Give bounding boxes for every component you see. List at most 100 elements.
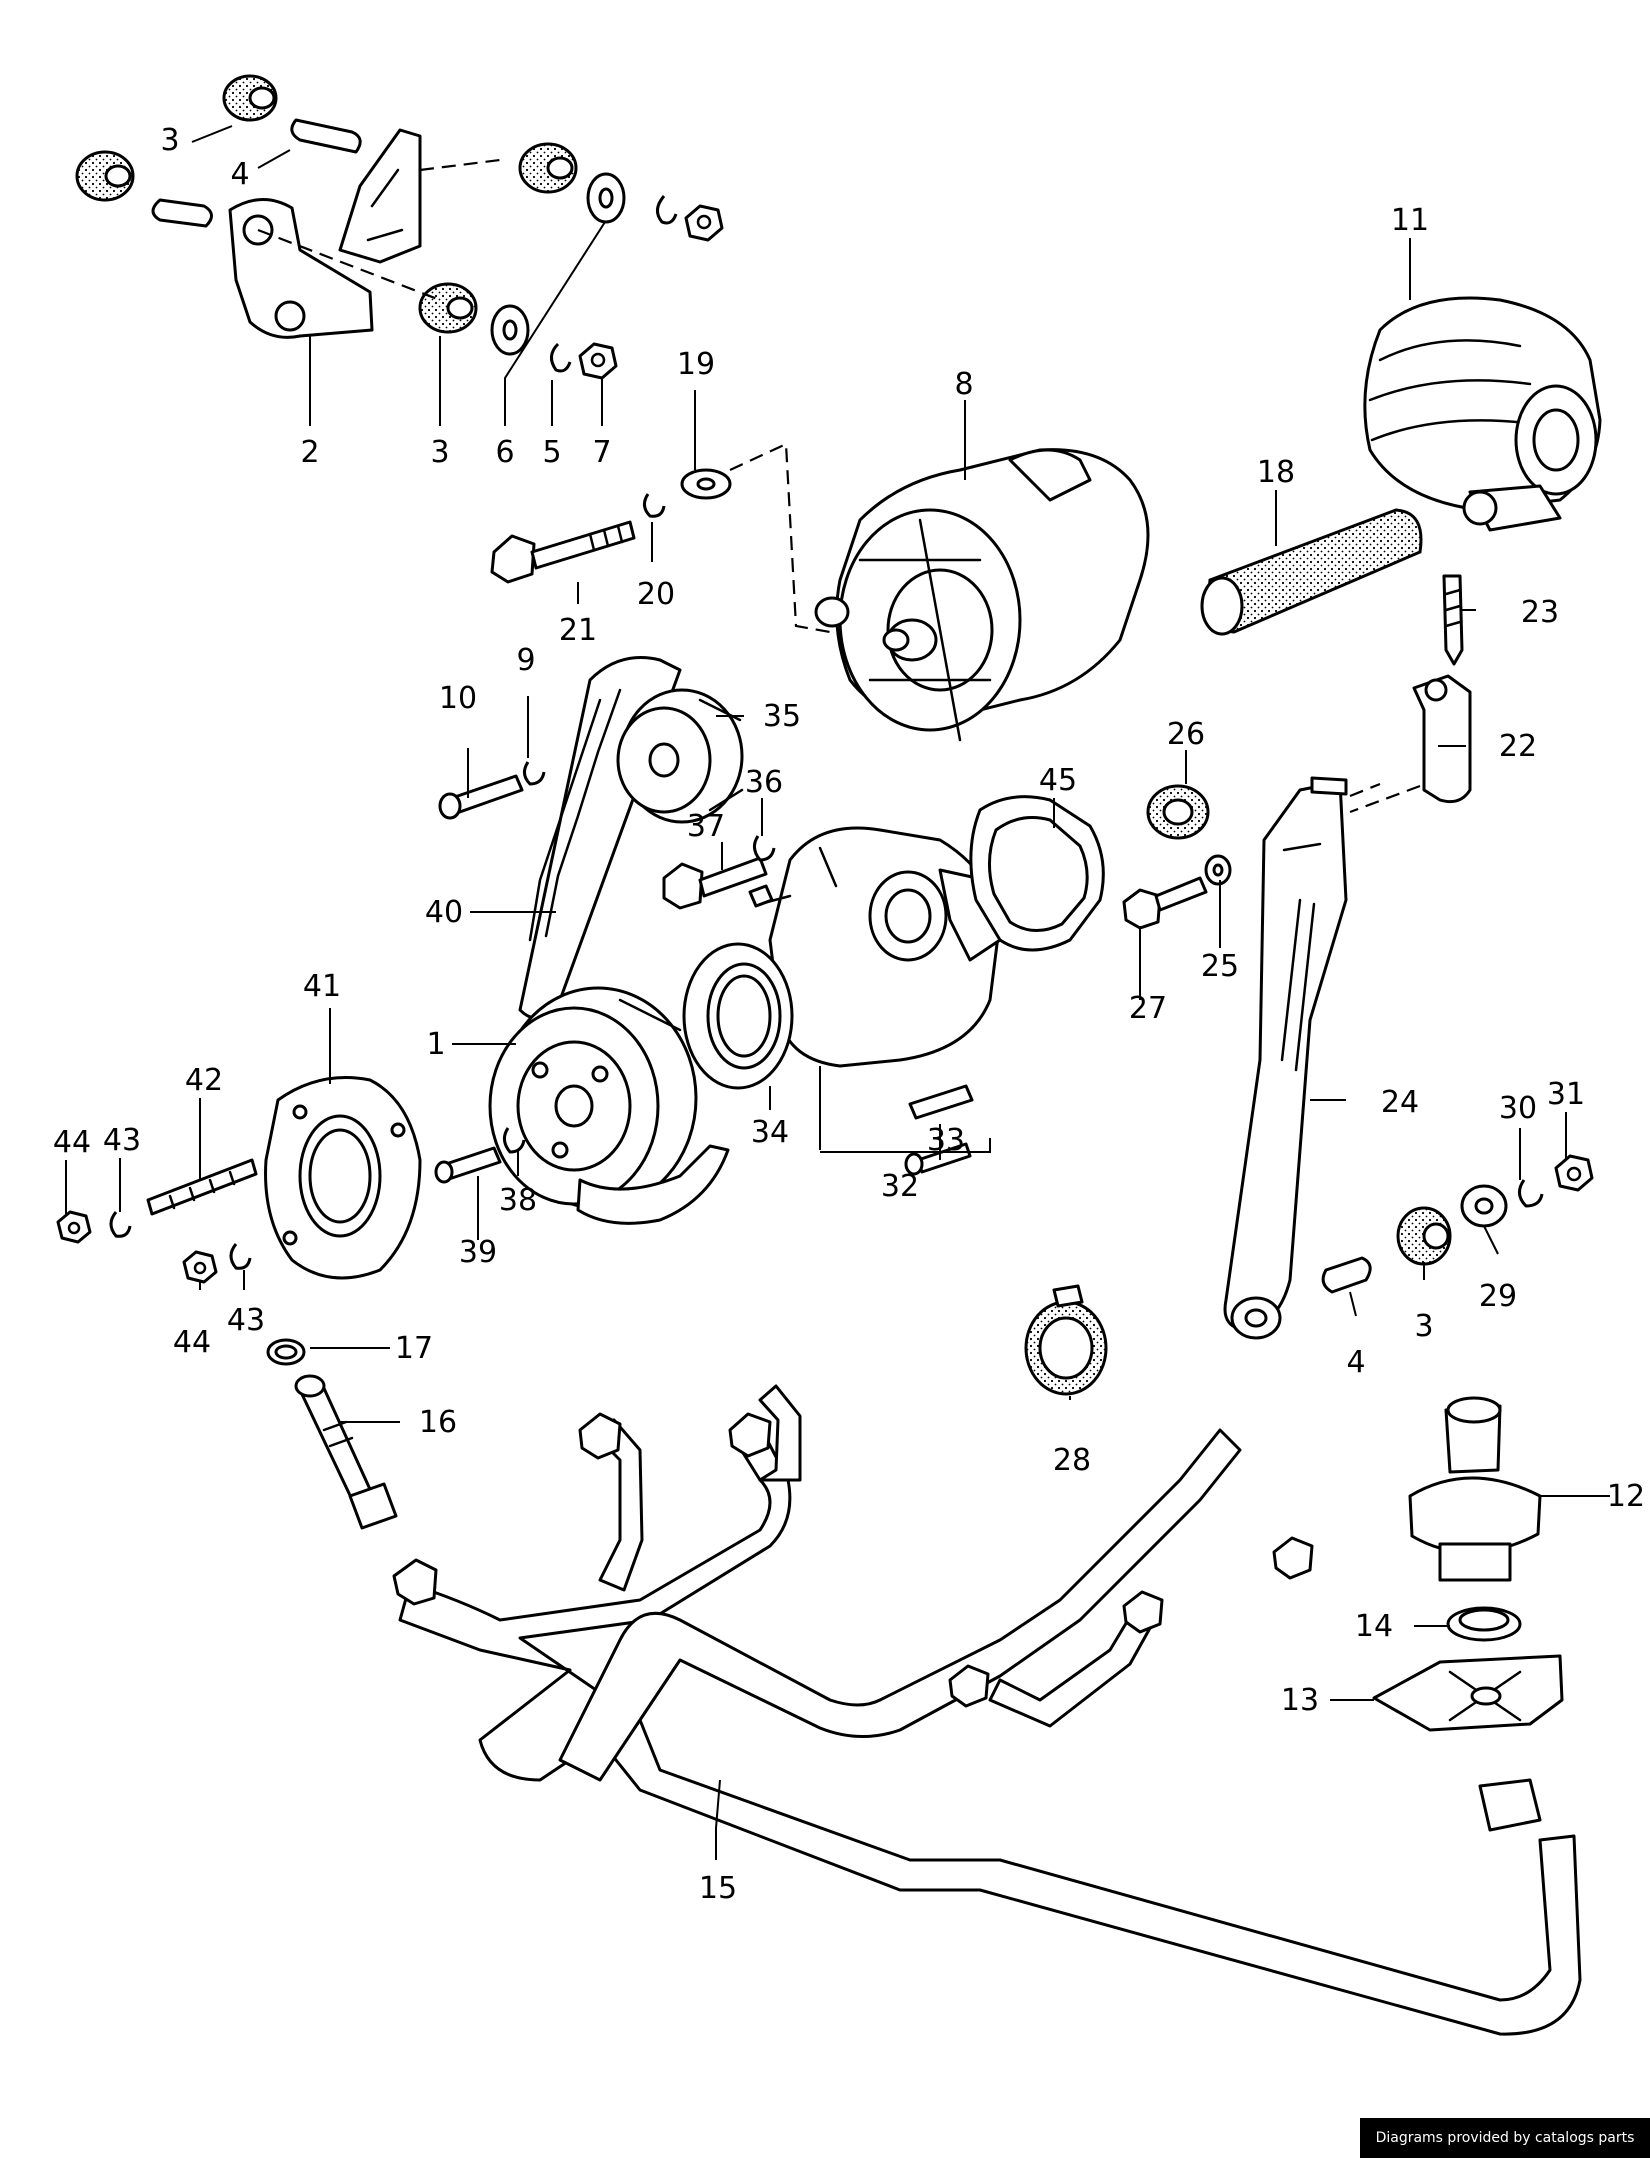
callout-4: 4 — [1346, 1345, 1365, 1380]
hex-nut-part — [56, 1210, 92, 1244]
callout-10: 10 — [439, 681, 477, 716]
callout-3: 3 — [1414, 1309, 1433, 1344]
shaft-seal-part — [682, 942, 794, 1090]
mounting-bracket-part — [1349, 674, 1472, 814]
sleeve-part — [151, 198, 213, 228]
rubber-bushing-part — [222, 74, 278, 122]
lock-ring-part — [550, 342, 572, 373]
lock-ring-part — [523, 761, 546, 786]
callout-23: 23 — [1521, 595, 1559, 630]
washer-part — [490, 304, 530, 356]
lock-ring-part — [753, 835, 776, 862]
callout-22: 22 — [1499, 729, 1537, 764]
callout-7: 7 — [592, 435, 611, 470]
rubber-bushing-part — [1396, 1206, 1452, 1266]
callout-31: 31 — [1547, 1077, 1585, 1112]
callout-35: 35 — [763, 699, 801, 734]
callout-45: 45 — [1039, 763, 1077, 798]
alternator-part — [729, 442, 1150, 742]
gasket-part — [1372, 1654, 1564, 1732]
washer-part — [1204, 854, 1232, 886]
o-ring-part — [266, 1338, 306, 1366]
callout-33: 33 — [927, 1123, 965, 1158]
callout-4: 4 — [230, 157, 249, 192]
callout-30: 30 — [1499, 1091, 1537, 1126]
sleeve-part — [290, 118, 362, 154]
lock-ring-part — [656, 195, 678, 225]
callout-20: 20 — [637, 577, 675, 612]
rubber-bushing-part — [518, 142, 578, 194]
hex-nut-part — [1554, 1154, 1594, 1192]
callout-25: 25 — [1201, 949, 1239, 984]
hose-clamp-part — [1024, 1284, 1108, 1396]
callout-2: 2 — [300, 435, 319, 470]
hex-nut-part — [684, 204, 724, 242]
callout-3: 3 — [160, 123, 179, 158]
bracket-part — [228, 128, 501, 339]
callout-43: 43 — [227, 1303, 265, 1338]
diagram-credit: Diagrams provided by catalogs parts — [1360, 2118, 1650, 2158]
crank-pulley-part — [488, 986, 698, 1210]
callout-16: 16 — [419, 1405, 457, 1440]
callout-27: 27 — [1129, 991, 1167, 1026]
connector-fitting-part — [294, 1374, 398, 1530]
callout-14: 14 — [1355, 1609, 1393, 1644]
callout-38: 38 — [499, 1183, 537, 1218]
callout-11: 11 — [1391, 203, 1429, 238]
washer-part — [586, 172, 626, 224]
bolt-part — [662, 856, 768, 910]
sleeve-part — [1321, 1256, 1372, 1294]
callout-28: 28 — [1053, 1443, 1091, 1478]
valve-part — [1408, 1396, 1542, 1582]
rubber-bushing-part — [75, 150, 135, 202]
callout-6: 6 — [495, 435, 514, 470]
bolt-part — [434, 1146, 502, 1184]
callout-9: 9 — [516, 643, 535, 678]
small-pulley-part — [616, 688, 744, 824]
callout-44: 44 — [53, 1125, 91, 1160]
callout-13: 13 — [1281, 1683, 1319, 1718]
filter-tube-part — [1200, 508, 1423, 636]
stud-part — [1442, 574, 1464, 666]
rubber-bushing-part — [1146, 784, 1210, 840]
callout-40: 40 — [425, 895, 463, 930]
callout-18: 18 — [1257, 455, 1295, 490]
parts-drawing — [56, 74, 1602, 2036]
lock-ring-part — [229, 1243, 252, 1270]
hex-nut-part — [182, 1250, 218, 1284]
bolt-part — [490, 520, 636, 584]
lock-ring-part — [503, 1127, 526, 1154]
callout-37: 37 — [687, 809, 725, 844]
callout-8: 8 — [954, 367, 973, 402]
hex-nut-part — [578, 342, 618, 380]
adjuster-strut-part — [1223, 776, 1381, 1340]
callout-36: 36 — [745, 765, 783, 800]
callout-34: 34 — [751, 1115, 789, 1150]
leader-lines — [65, 125, 1610, 1860]
callout-1: 1 — [426, 1027, 445, 1062]
callout-32: 32 — [881, 1169, 919, 1204]
callout-labels: 3 4 2 3 6 5 7 19 8 11 18 21 20 23 10 9 3… — [53, 123, 1645, 1906]
callout-19: 19 — [677, 347, 715, 382]
callout-39: 39 — [459, 1235, 497, 1270]
seal-ring-part — [1446, 1606, 1522, 1642]
stud-part — [146, 1158, 258, 1216]
lock-ring-part — [643, 493, 666, 518]
bolt-part — [1122, 876, 1208, 930]
callout-44: 44 — [173, 1325, 211, 1360]
washer-part — [680, 468, 732, 500]
rubber-bushing-part — [418, 282, 478, 334]
callout-21: 21 — [559, 613, 597, 648]
lock-ring-part — [1518, 1179, 1544, 1208]
callout-26: 26 — [1167, 717, 1205, 752]
callout-5: 5 — [542, 435, 561, 470]
callout-3: 3 — [430, 435, 449, 470]
callout-43: 43 — [103, 1123, 141, 1158]
flange-part — [264, 1076, 422, 1280]
callout-29: 29 — [1479, 1279, 1517, 1314]
bolt-part — [438, 774, 524, 820]
gasket-part — [969, 795, 1105, 952]
callout-12: 12 — [1607, 1479, 1645, 1514]
washer-part — [1460, 1184, 1508, 1228]
